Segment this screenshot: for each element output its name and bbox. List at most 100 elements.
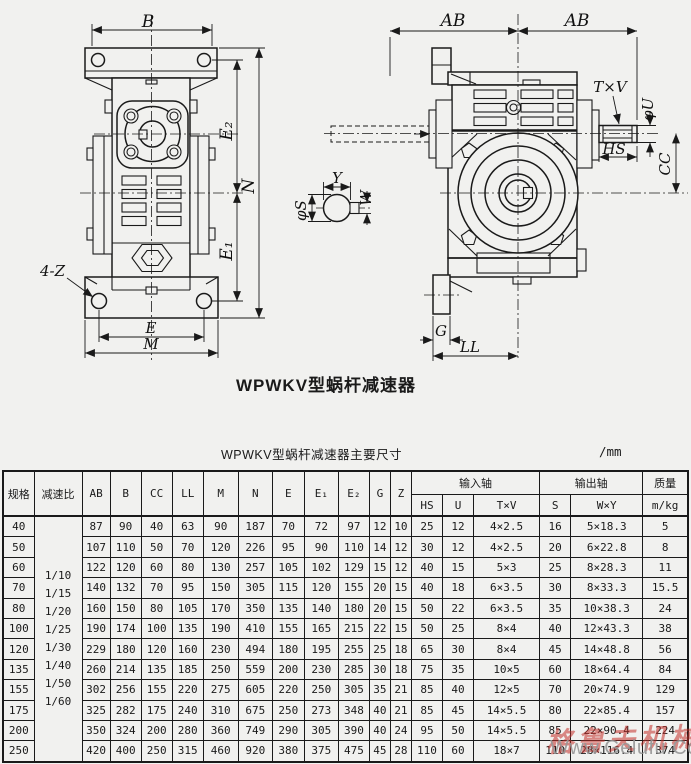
table-cell: 30 <box>368 658 391 681</box>
table-cell: 315 <box>171 740 204 763</box>
table-cell: 25 <box>539 556 572 579</box>
table-cell: 302 <box>81 679 111 701</box>
table-cell: 494 <box>237 638 273 660</box>
table-cell: 135 <box>271 597 305 619</box>
table-cell: 10×38.3 <box>570 597 644 619</box>
header-output-shaft: 输出轴 <box>539 470 644 495</box>
cooling-fins <box>121 175 182 227</box>
table-cell: 324 <box>109 719 142 742</box>
table-cell: 15 <box>368 556 391 579</box>
table-cell: 285 <box>337 658 370 681</box>
table-cell: 40 <box>410 577 443 599</box>
dim-label-B: B <box>141 12 155 32</box>
shaft-section-detail: Y W φS <box>292 169 375 225</box>
table-cell: 226 <box>237 536 273 558</box>
table-cell: 45 <box>539 638 572 660</box>
dim-label-N: N <box>239 177 259 194</box>
drawing-title: WPWKV型蜗杆减速器 <box>236 376 417 395</box>
table-cell: 675 <box>237 699 273 721</box>
table-cell: 120 <box>2 638 35 660</box>
table-cell: 135 <box>140 658 173 681</box>
header-U: U <box>441 494 475 517</box>
header-HS: HS <box>410 494 443 517</box>
table-cell: 70 <box>539 679 572 701</box>
table-cell: 72 <box>303 515 339 538</box>
table-cell: 63 <box>171 515 204 538</box>
table-cell: 175 <box>2 699 35 721</box>
table-cell: 20 <box>368 577 391 599</box>
table-cell: 102 <box>303 556 339 579</box>
table-cell: 132 <box>109 577 142 599</box>
table-cell: 14×5.5 <box>473 699 541 721</box>
table-cell: 282 <box>109 699 142 721</box>
table-cell: 60 <box>2 556 35 579</box>
table-cell: 256 <box>109 679 142 701</box>
table-cell: 140 <box>303 597 339 619</box>
table-cell: 305 <box>337 679 370 701</box>
table-cell: 155 <box>2 679 35 701</box>
table-cell: 155 <box>271 617 305 640</box>
table-cell: 40 <box>441 679 475 701</box>
table-cell: 122 <box>81 556 111 579</box>
table-cell: 90 <box>202 515 239 538</box>
table-cell: 90 <box>303 536 339 558</box>
table-cell: 60 <box>539 658 572 681</box>
table-cell: 40 <box>2 515 35 538</box>
table-cell: 107 <box>81 536 111 558</box>
dim-label-G: G <box>435 322 447 340</box>
table-cell: 5×18.3 <box>570 515 644 538</box>
table-cell: 120 <box>109 556 142 579</box>
table-cell: 390 <box>337 719 370 742</box>
table-cell: 185 <box>171 658 204 681</box>
table-cell: 14×48.8 <box>570 638 644 660</box>
table-cell: 120 <box>202 536 239 558</box>
table-cell: 250 <box>271 699 305 721</box>
table-cell: 14×5.5 <box>473 719 541 742</box>
table-cell: 200 <box>2 719 35 742</box>
table-cell: 22 <box>441 597 475 619</box>
table-cell: 157 <box>642 699 689 721</box>
table-cell: 360 <box>202 719 239 742</box>
header-TxV: T×V <box>473 494 541 517</box>
table-cell: 6×22.8 <box>570 536 644 558</box>
table-cell: 400 <box>109 740 142 763</box>
side-view-drawing: AB AB T×V φU HS CC G <box>324 11 688 361</box>
dim-label-E2: E₂ <box>217 121 237 141</box>
table-cell: 15 <box>389 617 412 640</box>
table-cell: 90 <box>109 515 142 538</box>
table-cell: 160 <box>81 597 111 619</box>
table-cell: 230 <box>303 658 339 681</box>
table-cell: 105 <box>271 556 305 579</box>
table-cell: 120 <box>140 638 173 660</box>
table-cell: 8 <box>642 536 689 558</box>
table-cell: 180 <box>109 638 142 660</box>
table-cell: 559 <box>237 658 273 681</box>
table-cell: 100 <box>140 617 173 640</box>
table-cell: 40 <box>539 617 572 640</box>
watermark-url: Www.Gelufu.Com <box>550 737 691 759</box>
table-cell: 155 <box>337 577 370 599</box>
table-cell: 95 <box>410 719 443 742</box>
table-cell: 25 <box>441 617 475 640</box>
ratio-value: 1/40 <box>44 658 72 672</box>
table-cell: 70 <box>140 577 173 599</box>
table-cell: 8×28.3 <box>570 556 644 579</box>
table-cell: 350 <box>81 719 111 742</box>
header-spec: 规格 <box>2 470 35 517</box>
header-mass-unit: m/kg <box>642 494 689 517</box>
table-cell: 18×64.4 <box>570 658 644 681</box>
table-cell: 15 <box>389 577 412 599</box>
table-cell: 170 <box>202 597 239 619</box>
table-cell: 12 <box>441 515 475 538</box>
table-cell: 255 <box>337 638 370 660</box>
table-cell: 15 <box>441 556 475 579</box>
dim-label-HS: HS <box>601 140 625 158</box>
table-cell: 140 <box>81 577 111 599</box>
table-cell: 18 <box>389 638 412 660</box>
table-cell: 215 <box>337 617 370 640</box>
table-cell: 28 <box>389 740 412 763</box>
dim-label-AB-right: AB <box>563 11 590 31</box>
table-unit: /mm <box>599 444 622 459</box>
